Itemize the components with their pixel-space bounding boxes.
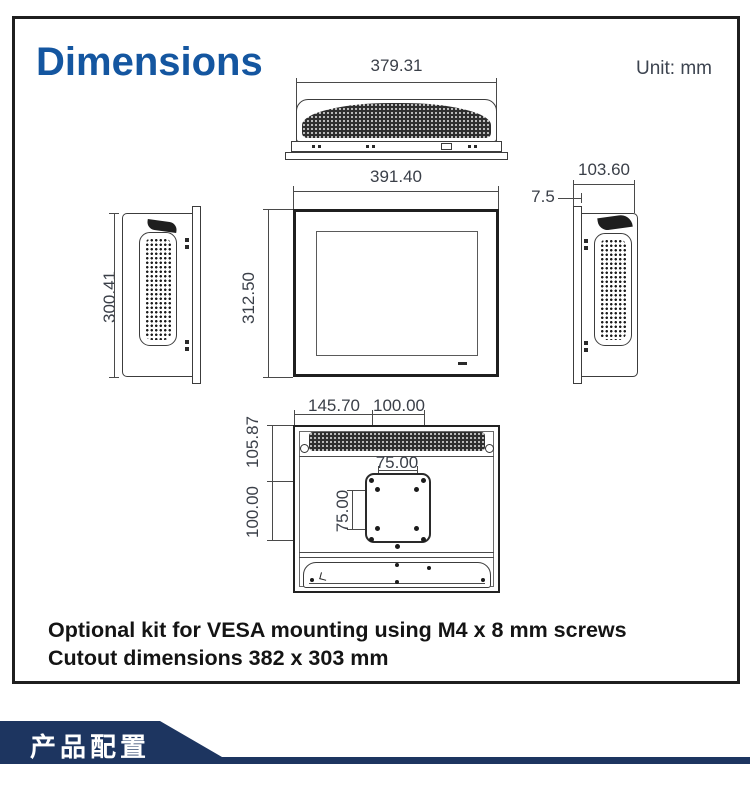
dimension-line [293, 191, 499, 192]
footnotes: Optional kit for VESA mounting using M4 … [48, 616, 627, 672]
dimension-line [352, 490, 353, 529]
screw-hole [300, 444, 309, 453]
extension-line [268, 377, 293, 378]
port-dot [185, 347, 189, 351]
extension-line [352, 529, 376, 530]
port-dot [185, 245, 189, 249]
section-banner-label: 产品配置 [30, 733, 151, 763]
rear-panel-line [299, 456, 494, 457]
vesa-hole-75 [414, 487, 419, 492]
extension-line [352, 490, 376, 491]
page-title: Dimensions [36, 40, 263, 84]
port-dot [185, 340, 189, 344]
unit-label: Unit: mm [636, 58, 712, 79]
section-banner: 产品配置 [0, 721, 750, 764]
port-dot [372, 145, 375, 148]
bezel-thickness-label: 7.5 [531, 187, 555, 206]
port-connector [441, 143, 452, 150]
vesa-hole-75 [375, 526, 380, 531]
side-vent-mesh [145, 238, 171, 340]
port-dot [366, 145, 369, 148]
port-dot [584, 348, 588, 352]
port-dot [584, 246, 588, 250]
top-view-width-label: 379.31 [370, 56, 423, 75]
screw-dot [310, 578, 314, 582]
power-led [458, 362, 467, 365]
vesa-hole-75 [414, 526, 419, 531]
dimension-tick [573, 193, 574, 203]
extension-line [634, 184, 635, 213]
port-dot [474, 145, 477, 148]
rear-offset-top-label: 105.87 [243, 416, 262, 468]
rear-panel-line [299, 557, 494, 558]
center-hole [395, 544, 400, 549]
dimension-line [268, 209, 269, 377]
front-screen [316, 231, 478, 356]
front-width-label: 391.40 [370, 167, 422, 186]
dimension-line [378, 470, 417, 471]
vesa-hole-100 [369, 537, 374, 542]
left-side-height-label: 300.41 [100, 271, 119, 323]
screw-dot [395, 580, 399, 584]
vesa-width-label: 100.00 [373, 396, 425, 415]
footnote-vesa-kit: Optional kit for VESA mounting using M4 … [48, 618, 627, 642]
vesa-hole-100 [421, 478, 426, 483]
port-dot [584, 341, 588, 345]
extension-line [293, 191, 294, 209]
port-dot [584, 239, 588, 243]
vesa-mount-plate [365, 473, 431, 543]
screw-dot [395, 563, 399, 567]
extension-line [498, 191, 499, 209]
extension-line [272, 425, 293, 426]
screw-dot [427, 566, 431, 570]
dimension-line [573, 184, 635, 185]
top-view-vent-mesh [302, 103, 491, 138]
extension-line [294, 414, 295, 425]
vesa-hole-100 [369, 478, 374, 483]
leader-line [558, 198, 582, 199]
side-front-strip [192, 206, 201, 384]
extension-line [268, 209, 293, 210]
top-view-bezel-bar [291, 141, 502, 152]
rear-vent-mesh [309, 432, 485, 451]
dimension-line [114, 213, 115, 377]
port-dot [468, 145, 471, 148]
port-dot [318, 145, 321, 148]
screw-dot [481, 578, 485, 582]
front-height-label: 312.50 [239, 272, 258, 324]
vesa-hole-100 [421, 537, 426, 542]
dimension-tick [109, 377, 119, 378]
dimension-line [294, 414, 424, 415]
dimension-line [272, 425, 273, 540]
top-view-base-plate [285, 152, 508, 160]
rear-panel-line [299, 552, 494, 553]
vesa-hole-75 [375, 487, 380, 492]
rear-offset-left-label: 145.70 [308, 396, 360, 415]
dimension-line [296, 82, 497, 83]
screw-hole [485, 444, 494, 453]
depth-label: 103.60 [578, 160, 630, 179]
footnote-cutout: Cutout dimensions 382 x 303 mm [48, 646, 389, 670]
vesa-inner-width-label: 75.00 [375, 453, 419, 472]
port-dot [312, 145, 315, 148]
dimension-tick [581, 193, 582, 203]
side-vent-mesh [600, 239, 626, 340]
extension-line [272, 540, 293, 541]
port-dot [185, 238, 189, 242]
dimension-tick [109, 213, 119, 214]
vesa-height-label: 100.00 [243, 486, 262, 538]
